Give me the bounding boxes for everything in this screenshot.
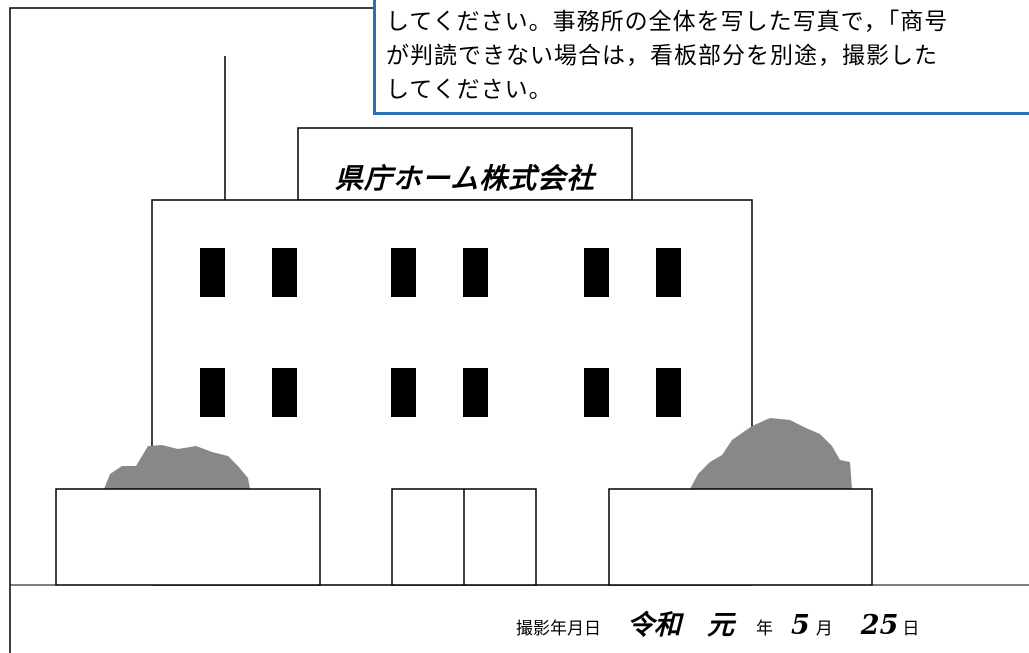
- month-unit: 月: [815, 619, 833, 639]
- window: [463, 368, 488, 417]
- window: [584, 368, 609, 417]
- planter-left: [55, 488, 321, 586]
- window: [200, 248, 225, 297]
- year-unit: 年: [756, 619, 773, 639]
- window: [656, 368, 681, 417]
- signboard-text: 県庁ホーム株式会社: [334, 162, 596, 195]
- callout-line: が判読できない場合は，看板部分を別途，撮影した: [386, 43, 938, 69]
- window: [391, 368, 416, 417]
- date-era: 令和: [627, 610, 681, 641]
- window: [272, 248, 297, 297]
- instruction-callout: してください。事務所の全体を写した写真で，「商号 が判読できない場合は，看板部分…: [373, 0, 1029, 115]
- day-unit: 日: [902, 619, 920, 639]
- window: [272, 368, 297, 417]
- photo-date: 撮影年月日 令和 元 年 5 月 25 日: [516, 603, 919, 643]
- window: [391, 248, 416, 297]
- date-month: 5: [791, 610, 810, 641]
- callout-line: してください。: [386, 77, 553, 103]
- window: [463, 248, 488, 297]
- window: [584, 248, 609, 297]
- planter-right: [608, 488, 873, 586]
- shrub-left: [104, 445, 250, 489]
- shrub-right: [690, 418, 852, 489]
- callout-line: してください。事務所の全体を写した写真で，「商号: [386, 9, 949, 35]
- date-year: 元: [707, 610, 734, 641]
- date-label: 撮影年月日: [516, 619, 601, 639]
- signboard-frame: [297, 127, 633, 201]
- window: [200, 368, 225, 417]
- date-day: 25: [860, 610, 899, 641]
- window: [656, 248, 681, 297]
